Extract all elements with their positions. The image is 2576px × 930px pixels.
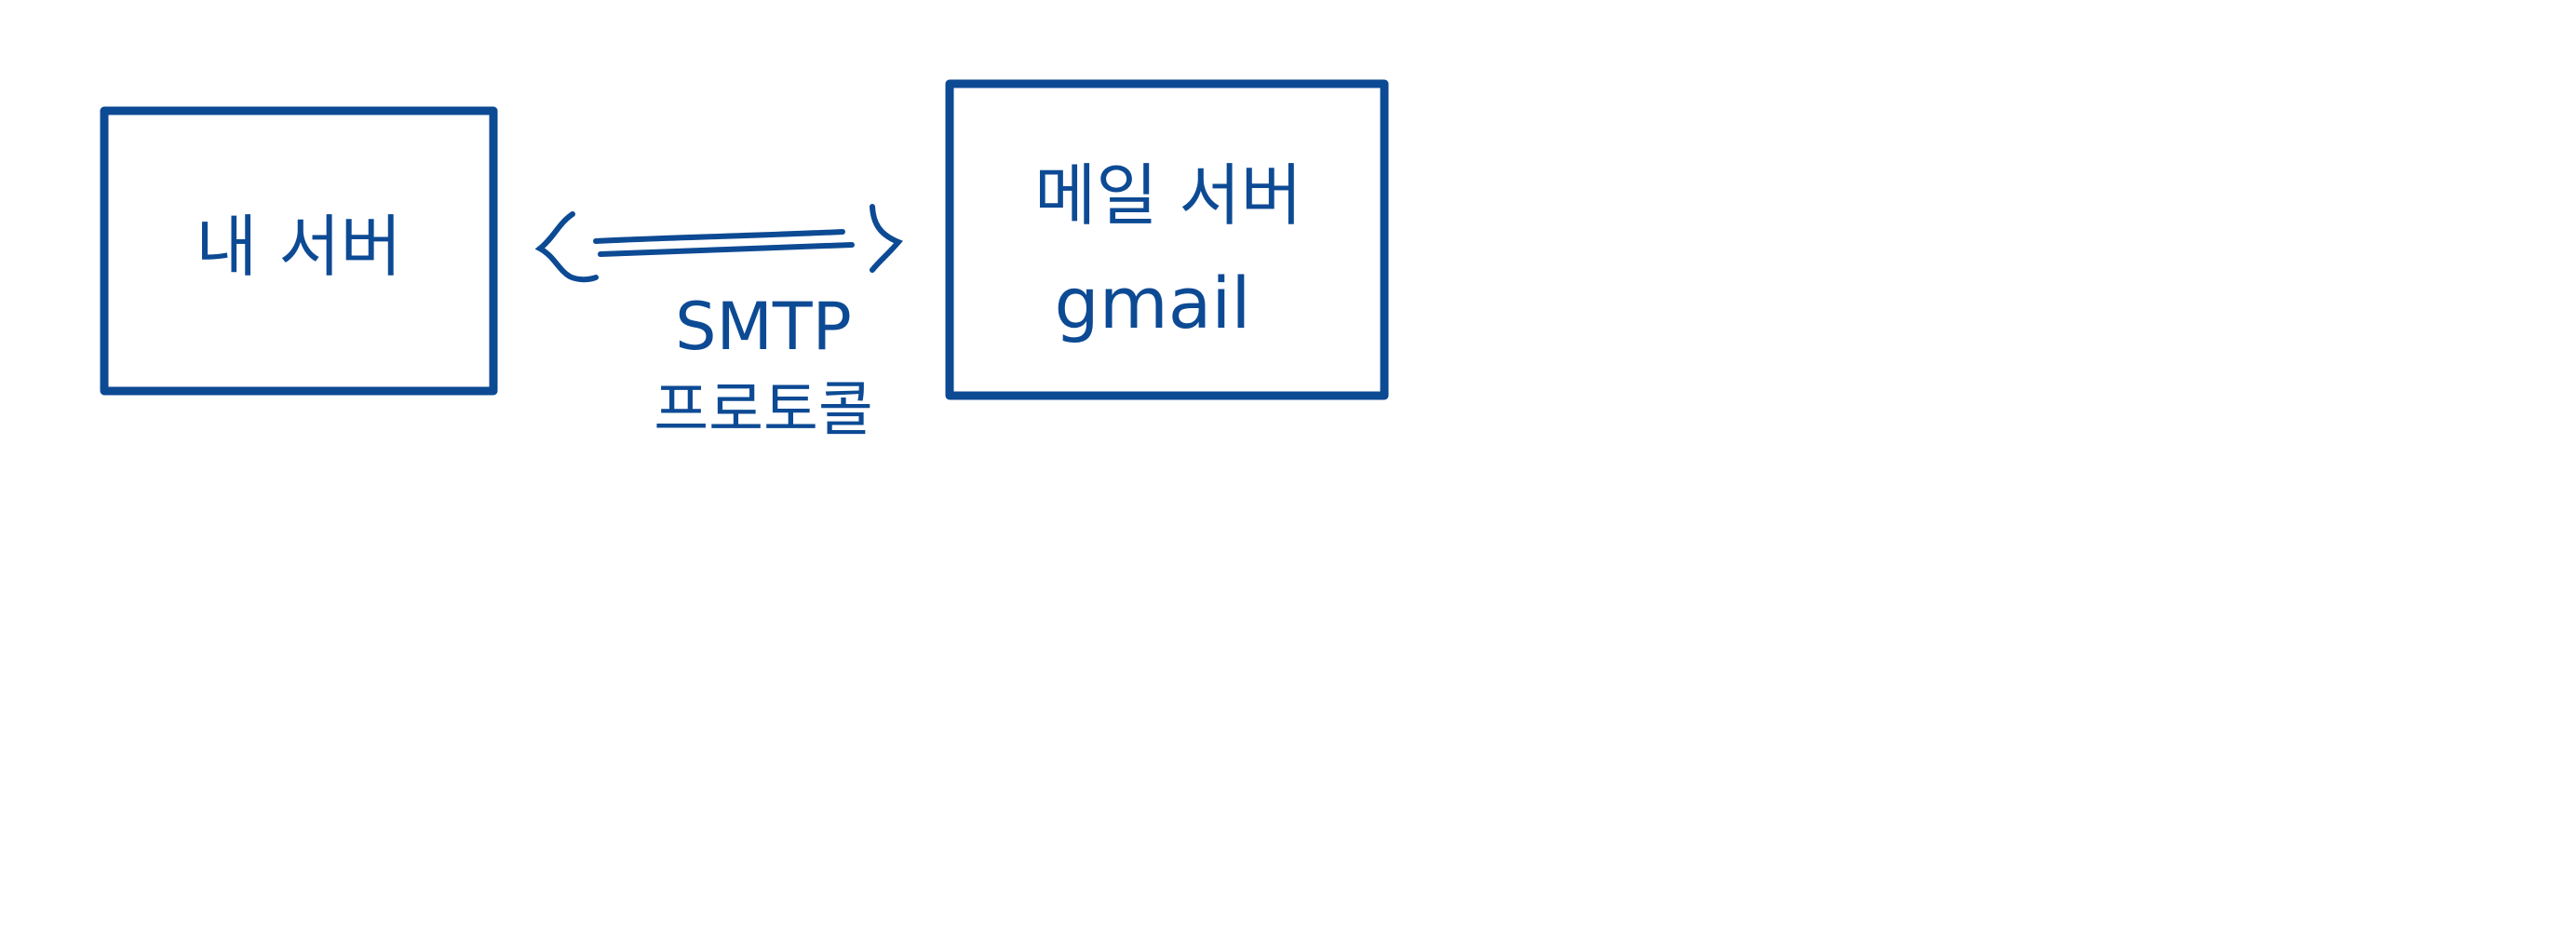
my-server-node: 내 서버 (100, 106, 498, 396)
mail-server-label: 메일 서버 (1034, 156, 1302, 235)
arrow-shaft-bottom (598, 242, 855, 257)
arrowhead-right (870, 204, 903, 273)
mail-server-node: 메일 서버 gmail (945, 79, 1389, 400)
my-server-label: 내 서버 (196, 208, 402, 286)
edge-label-protocol-name: SMTP (675, 289, 852, 365)
mail-server-box (945, 79, 1389, 400)
arrow-shaft-top (593, 229, 845, 244)
mail-server-sublabel: gmail (1054, 262, 1250, 344)
edge-label-protocol-word: 프로토콜 (654, 376, 873, 445)
arrowhead-left (534, 211, 599, 283)
my-server-box (100, 106, 498, 396)
smtp-arrow (534, 204, 903, 283)
